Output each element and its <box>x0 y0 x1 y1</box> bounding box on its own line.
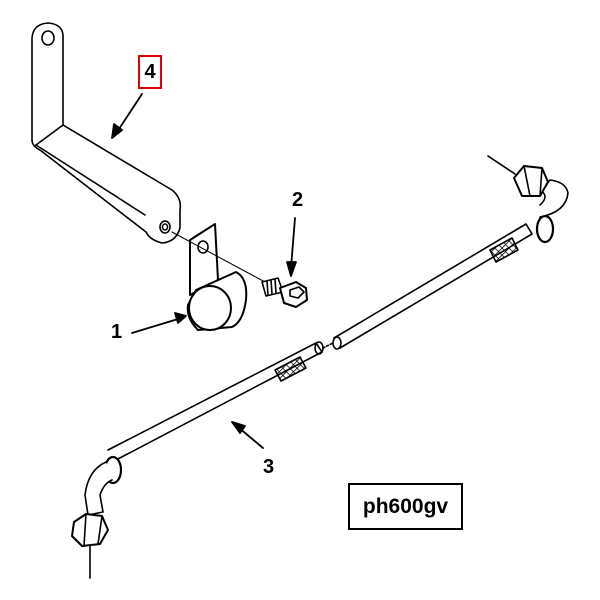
diagram-code-label: ph600gv <box>348 483 463 530</box>
callout-screw[interactable]: 2 <box>292 189 304 211</box>
tube <box>107 223 533 461</box>
callout-tube[interactable]: 3 <box>263 456 275 478</box>
upper-fitting <box>487 155 569 244</box>
lower-fitting <box>71 455 123 579</box>
bracket-hole-icon <box>41 30 55 46</box>
bracket <box>31 22 182 244</box>
callout-clamp[interactable]: 1 <box>111 321 123 343</box>
clamp <box>171 223 266 331</box>
callout-bracket-highlighted[interactable]: 4 <box>138 55 162 89</box>
screw <box>261 277 308 308</box>
leader-arrows <box>111 93 297 449</box>
